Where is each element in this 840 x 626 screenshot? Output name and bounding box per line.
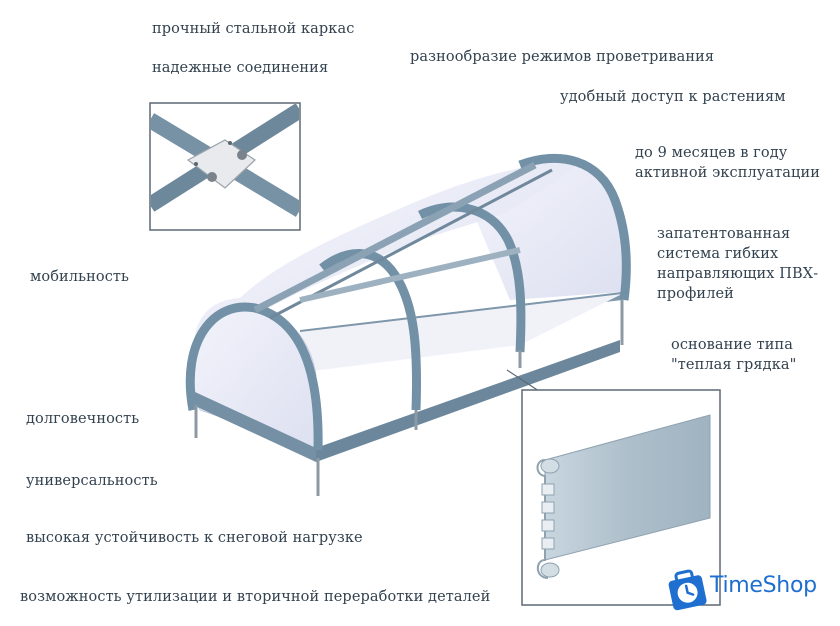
greenhouse-body: [185, 154, 631, 496]
feature-patent: запатентованная система гибких направляю…: [657, 226, 819, 302]
feature-ventilation: разнообразие режимов проветривания: [410, 49, 715, 65]
timeshop-logo-icon: [668, 569, 707, 611]
feature-snow: высокая устойчивость к снеговой нагрузке: [26, 530, 363, 546]
feature-durability: долговечность: [26, 411, 140, 427]
feature-season: до 9 месяцев в году активной эксплуатаци…: [635, 145, 820, 181]
feature-joints: надежные соединения: [152, 60, 329, 76]
feature-access: удобный доступ к растениям: [560, 89, 786, 105]
logo-text: TimeShop: [710, 573, 817, 598]
feature-base: основание типа "теплая грядка": [671, 337, 797, 373]
feature-versatility: универсальность: [26, 473, 158, 489]
feature-recycling: возможность утилизации и вторичной перер…: [20, 589, 491, 605]
feature-mobility: мобильность: [30, 269, 130, 285]
pvc-profile-detail: [536, 414, 711, 579]
joint-detail: [151, 104, 299, 217]
feature-frame: прочный стальной каркас: [152, 21, 355, 37]
